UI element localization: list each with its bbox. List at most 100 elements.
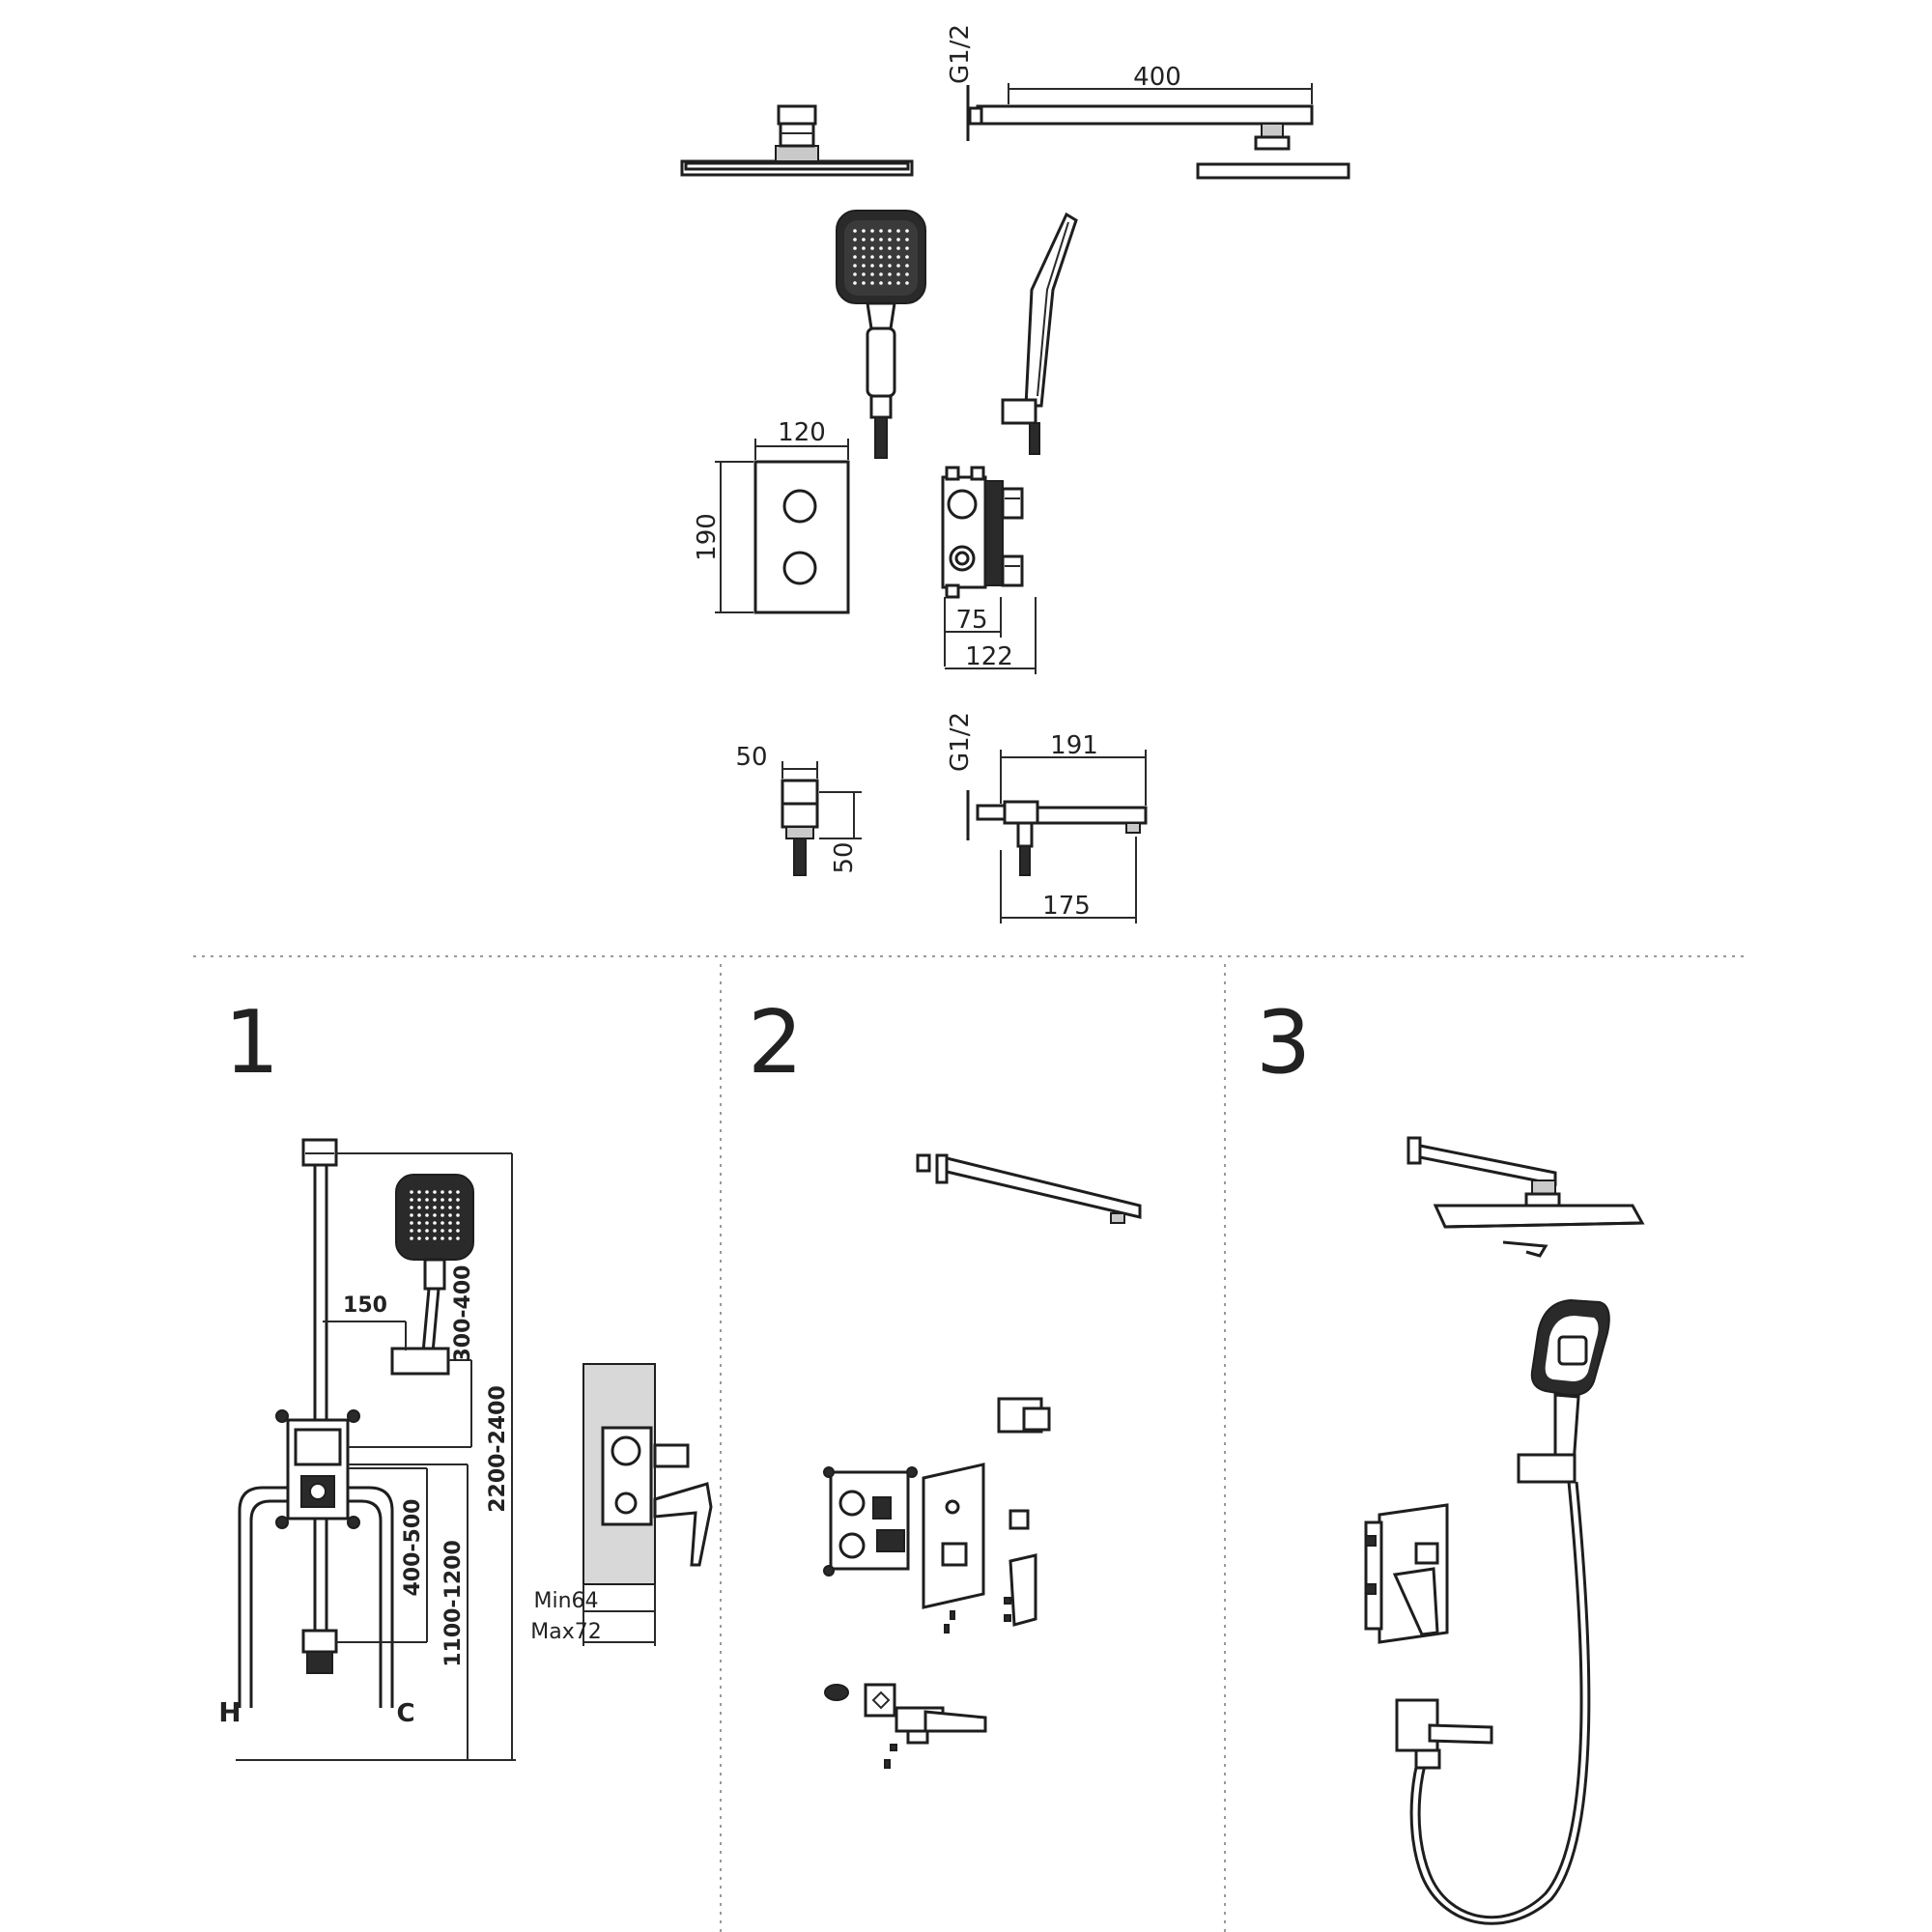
nozzle-dot: [862, 264, 866, 268]
nozzle-dot: [905, 255, 909, 259]
nozzle-dot: [896, 255, 900, 259]
holder-height-range-label: 300-400: [451, 1265, 475, 1363]
nozzle-dot: [440, 1190, 444, 1194]
nozzle-dot: [448, 1206, 452, 1209]
nozzle-dot: [896, 281, 900, 285]
nozzle-dot: [448, 1229, 452, 1233]
nozzle-dot: [853, 281, 857, 285]
nozzle-dot: [417, 1221, 421, 1225]
step-3-assembled-view: [1364, 1136, 1645, 1925]
nozzle-dot: [425, 1213, 429, 1217]
hot-label: H: [218, 1696, 241, 1728]
spout-thread-label: G1/2: [946, 712, 975, 772]
wall-max-label: Max72: [530, 1620, 601, 1644]
nozzle-dot: [410, 1213, 413, 1217]
nozzle-dot: [896, 246, 900, 250]
nozzle-dot: [410, 1190, 413, 1194]
nozzle-dot: [905, 272, 909, 276]
step-number-1: 1: [224, 992, 279, 1094]
nozzle-dot: [425, 1190, 429, 1194]
spout-length-label: 191: [1050, 731, 1098, 760]
nozzle-dot: [417, 1213, 421, 1217]
nozzle-dot: [456, 1198, 460, 1202]
nozzle-dot: [410, 1198, 413, 1202]
wall-min-label: Min64: [533, 1589, 598, 1613]
overhead-shower-front-view: [680, 104, 914, 177]
nozzle-dot: [440, 1213, 444, 1217]
nozzle-dot: [853, 272, 857, 276]
nozzle-dot: [888, 281, 892, 285]
nozzle-dot: [410, 1206, 413, 1209]
box-depth-min-label: 75: [955, 606, 987, 635]
nozzle-dot: [410, 1221, 413, 1225]
nozzle-dot: [870, 264, 874, 268]
nozzle-dot: [896, 238, 900, 242]
hand-shower-side-view: [1001, 212, 1078, 455]
nozzle-dot: [879, 255, 883, 259]
nozzle-dot: [870, 238, 874, 242]
nozzle-dot: [433, 1190, 437, 1194]
nozzle-dot: [440, 1221, 444, 1225]
shower-arm-side-view: 400 G1/2: [946, 24, 1350, 180]
nozzle-dot: [456, 1236, 460, 1240]
nozzle-dot: [870, 272, 874, 276]
nozzle-dot: [888, 229, 892, 233]
nozzle-dot: [417, 1190, 421, 1194]
nozzle-dot: [879, 264, 883, 268]
step-number-2: 2: [748, 992, 803, 1094]
nozzle-dot: [888, 238, 892, 242]
spout-reach-label: 175: [1042, 892, 1091, 921]
cold-label: C: [396, 1699, 414, 1728]
nozzle-dot: [448, 1221, 452, 1225]
nozzle-dot: [862, 229, 866, 233]
nozzle-dot: [440, 1198, 444, 1202]
nozzle-dot: [879, 272, 883, 276]
nozzle-dot: [862, 238, 866, 242]
nozzle-dot: [456, 1213, 460, 1217]
nozzle-dot: [425, 1229, 429, 1233]
arm-thread-label: G1/2: [946, 24, 975, 84]
nozzle-dot: [905, 229, 909, 233]
nozzle-dot: [853, 246, 857, 250]
holder-width-label: 50: [735, 743, 767, 772]
nozzle-dot: [456, 1190, 460, 1194]
nozzle-dot: [870, 246, 874, 250]
nozzle-dot: [896, 229, 900, 233]
nozzle-dot: [417, 1198, 421, 1202]
nozzle-dot: [456, 1206, 460, 1209]
nozzle-dot: [448, 1213, 452, 1217]
nozzle-dot: [853, 264, 857, 268]
nozzle-dot: [433, 1236, 437, 1240]
nozzle-dot: [425, 1198, 429, 1202]
valve-height-label: 1100-1200: [441, 1540, 466, 1667]
nozzle-dot: [888, 246, 892, 250]
nozzle-dot: [417, 1206, 421, 1209]
nozzle-dot: [448, 1190, 452, 1194]
nozzle-dot: [888, 272, 892, 276]
nozzle-dot: [853, 255, 857, 259]
nozzle-dot: [425, 1221, 429, 1225]
nozzle-dot: [879, 229, 883, 233]
arm-length-label: 400: [1133, 63, 1181, 92]
trim-plate-front-view: 120 190: [693, 418, 850, 614]
step-2-exploded-assembly: [823, 1153, 1142, 1769]
plate-height-label: 190: [693, 513, 722, 561]
hose-outlet-side-view: 50 50: [735, 743, 862, 876]
nozzle-dot: [433, 1221, 437, 1225]
wall-section-diagram: Min64 Max72: [530, 1363, 713, 1646]
plate-width-label: 120: [778, 418, 826, 447]
nozzle-dot: [879, 246, 883, 250]
nozzle-dot: [896, 264, 900, 268]
nozzle-dot: [417, 1229, 421, 1233]
hand-shower-front-view: [836, 210, 926, 459]
step-number-3: 3: [1256, 992, 1311, 1094]
nozzle-dot: [879, 281, 883, 285]
nozzle-dot: [853, 229, 857, 233]
bath-spout-side-view: 191 175 G1/2: [946, 712, 1148, 923]
nozzle-dot: [905, 264, 909, 268]
nozzle-dot: [870, 255, 874, 259]
nozzle-dot: [425, 1236, 429, 1240]
nozzle-dot: [448, 1236, 452, 1240]
nozzle-dot: [425, 1206, 429, 1209]
